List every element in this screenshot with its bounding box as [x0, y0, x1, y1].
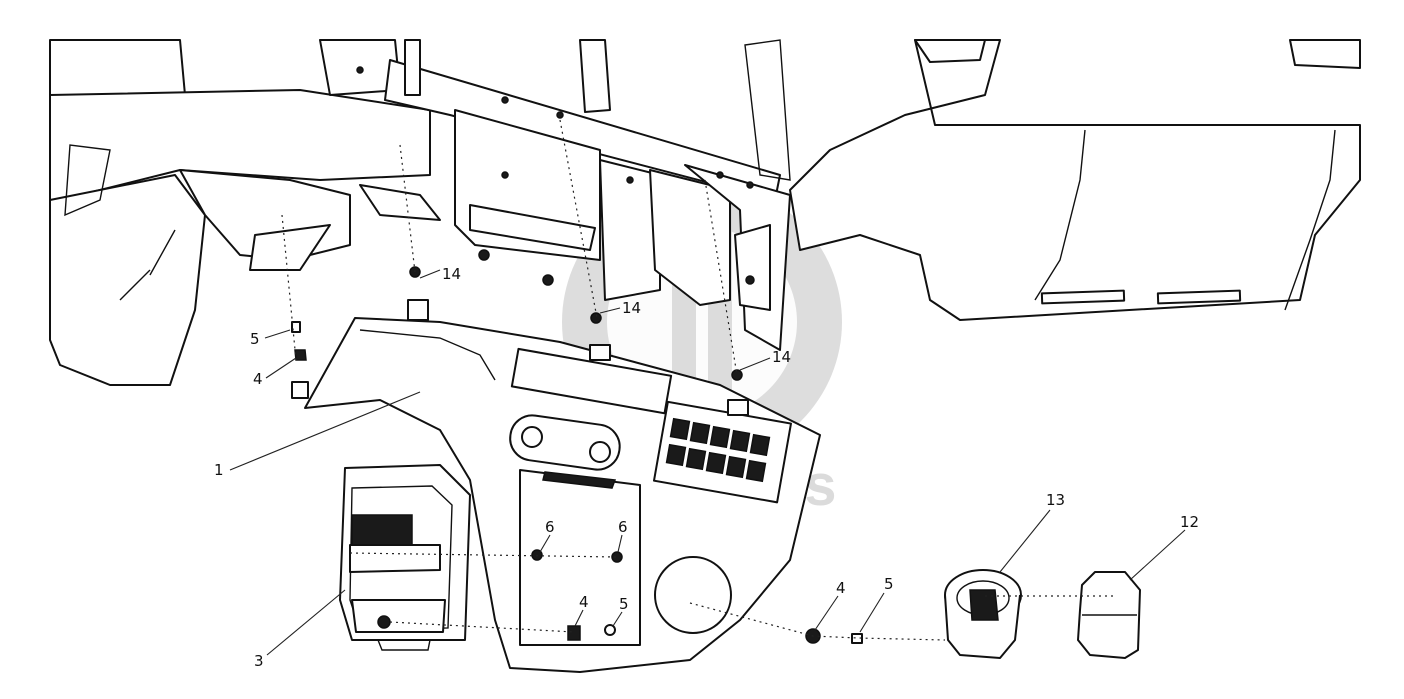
leader-lines [229, 269, 1186, 656]
callout-14-b: 14 [622, 299, 641, 317]
callout-5-left: 5 [250, 330, 260, 348]
callout-13: 13 [1046, 491, 1065, 509]
part-13-socket-housing [944, 569, 1022, 659]
callout-6-right: 6 [618, 518, 628, 536]
part-1-lower-panel [291, 299, 821, 673]
callout-14-a: 14 [442, 265, 461, 283]
part-3-storage-bin [339, 464, 471, 651]
callout-5-right: 5 [884, 575, 894, 593]
callout-3: 3 [254, 652, 264, 670]
callout-labels: 1 3 5 4 14 14 14 6 6 4 5 4 5 13 12 [214, 265, 1199, 670]
part-12-cap [1077, 571, 1141, 659]
switch-bank [665, 417, 771, 483]
callout-4-right: 4 [836, 579, 846, 597]
callout-12: 12 [1180, 513, 1199, 531]
dashboard-upper-structure [49, 39, 1361, 386]
callout-1: 1 [214, 461, 224, 479]
callout-5-center: 5 [619, 595, 629, 613]
callout-6-left: 6 [545, 518, 555, 536]
assembly-lines [281, 119, 1115, 641]
callout-14-c: 14 [772, 348, 791, 366]
callout-4-center: 4 [579, 593, 589, 611]
callout-4-left: 4 [253, 370, 263, 388]
